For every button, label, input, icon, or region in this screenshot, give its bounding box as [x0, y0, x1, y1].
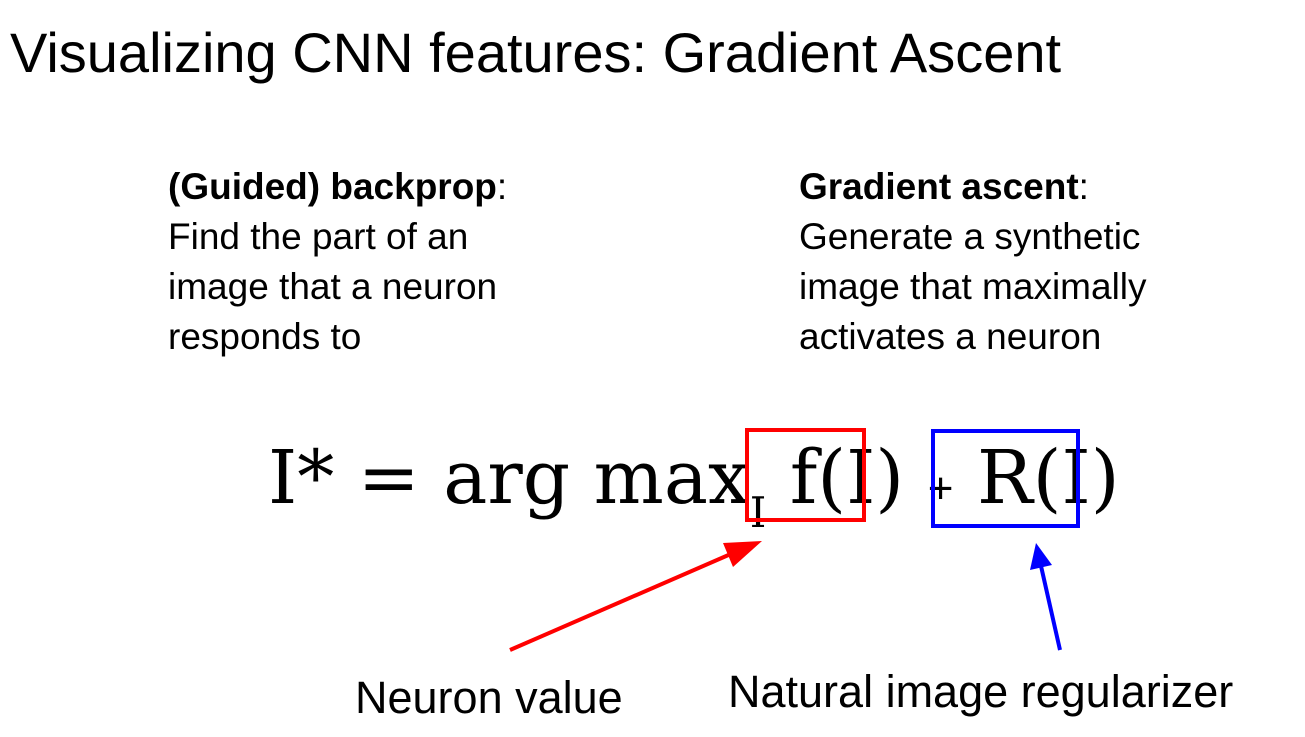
gradient-ascent-line-1: Generate a synthetic: [799, 216, 1141, 257]
equation-regularizer-term: R(I): [976, 435, 1120, 521]
guided-backprop-description: (Guided) backprop: Find the part of an i…: [168, 162, 588, 362]
guided-backprop-line-3: responds to: [168, 316, 362, 357]
gradient-ascent-line-2: image that maximally: [799, 266, 1147, 307]
neuron-term-highlight-box: [745, 428, 866, 522]
gradient-ascent-line-3: activates a neuron: [799, 316, 1102, 357]
equation-lhs: I* = arg max: [268, 435, 750, 521]
guided-backprop-line-2: image that a neuron: [168, 266, 498, 307]
objective-equation: I* = arg maxI f(I) + R(I): [268, 430, 1120, 561]
neuron-value-label: Neuron value: [355, 672, 623, 723]
neuron-value-arrow: [509, 541, 762, 652]
gradient-ascent-colon: :: [1078, 166, 1089, 207]
equation-subscript: I: [749, 488, 767, 537]
equation-neuron-term: f(I): [789, 435, 905, 521]
regularizer-arrow: [1030, 543, 1062, 651]
slide-title: Visualizing CNN features: Gradient Ascen…: [10, 21, 1062, 84]
guided-backprop-heading: (Guided) backprop: [168, 166, 497, 207]
gradient-ascent-heading: Gradient ascent: [799, 166, 1079, 207]
regularizer-label: Natural image regularizer: [728, 666, 1234, 717]
regularizer-term-highlight-box: [931, 429, 1080, 528]
gradient-ascent-heading-line: Gradient ascent:: [799, 162, 1239, 212]
guided-backprop-colon: :: [496, 166, 508, 207]
guided-backprop-heading-line: (Guided) backprop:: [168, 162, 588, 212]
guided-backprop-line-1: Find the part of an: [168, 216, 469, 257]
gradient-ascent-description: Gradient ascent: Generate a synthetic im…: [799, 162, 1239, 362]
